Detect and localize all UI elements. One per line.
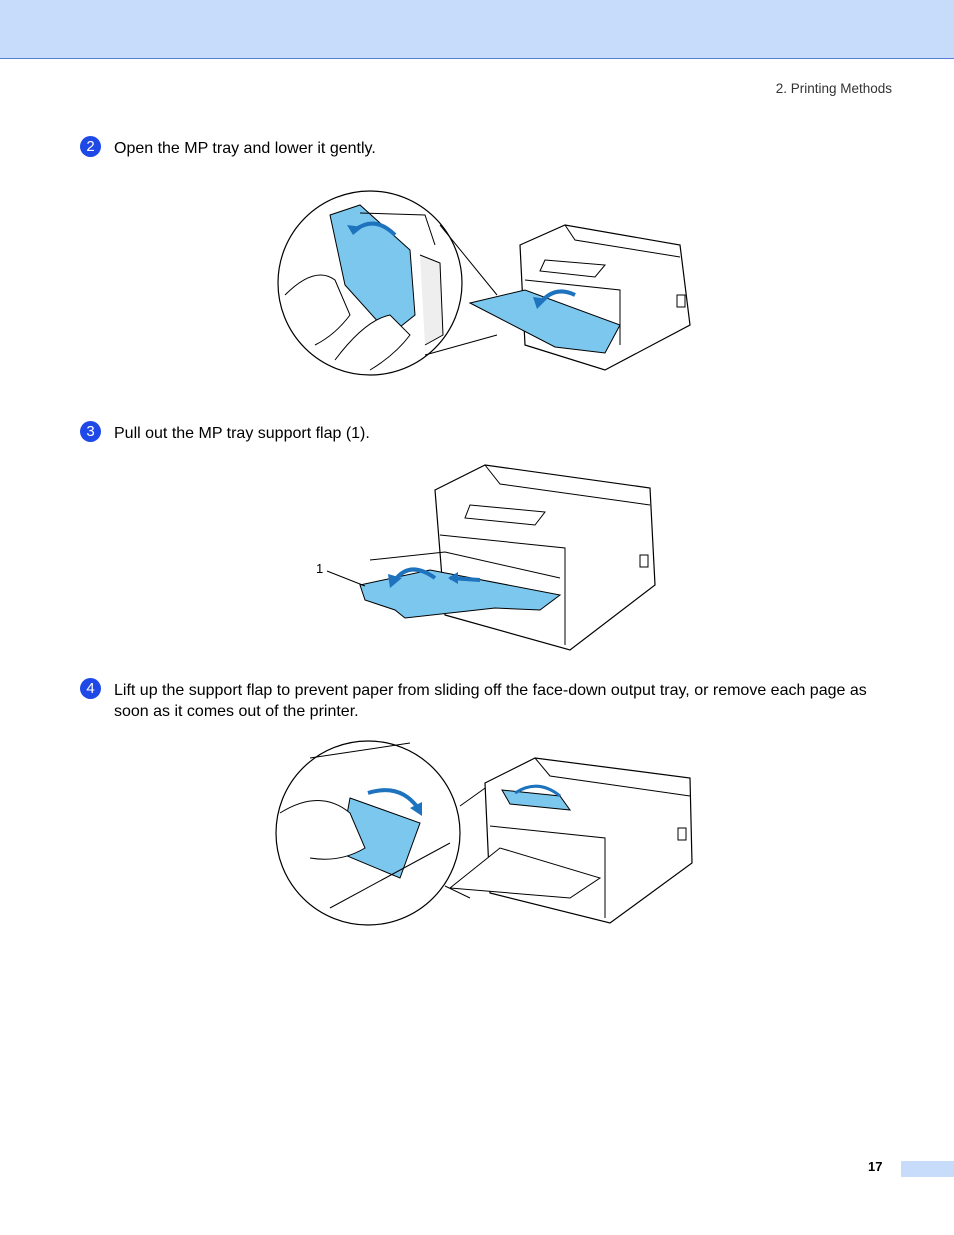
- illustration-open-mp-tray: [277, 190, 691, 376]
- section-title: 2. Printing Methods: [775, 81, 892, 96]
- header-band: [0, 0, 954, 59]
- illustration-lift-support-flap: [275, 740, 693, 926]
- page-tab: [901, 1161, 954, 1177]
- page-number: 17: [868, 1159, 883, 1174]
- step-4: 4 Lift up the support flap to prevent pa…: [80, 678, 900, 722]
- illustration-pull-support-flap: 1: [316, 464, 656, 651]
- step-number-badge: 2: [80, 136, 101, 157]
- step-number-badge: 3: [80, 421, 101, 442]
- step-2: 2 Open the MP tray and lower it gently.: [80, 136, 900, 160]
- step-instruction: Open the MP tray and lower it gently.: [114, 140, 376, 157]
- step-instruction: Pull out the MP tray support flap (1).: [114, 425, 370, 442]
- step-instruction: Lift up the support flap to prevent pape…: [114, 682, 867, 720]
- step-3: 3 Pull out the MP tray support flap (1).: [80, 421, 900, 445]
- callout-label: 1: [316, 561, 323, 576]
- step-number-badge: 4: [80, 678, 101, 699]
